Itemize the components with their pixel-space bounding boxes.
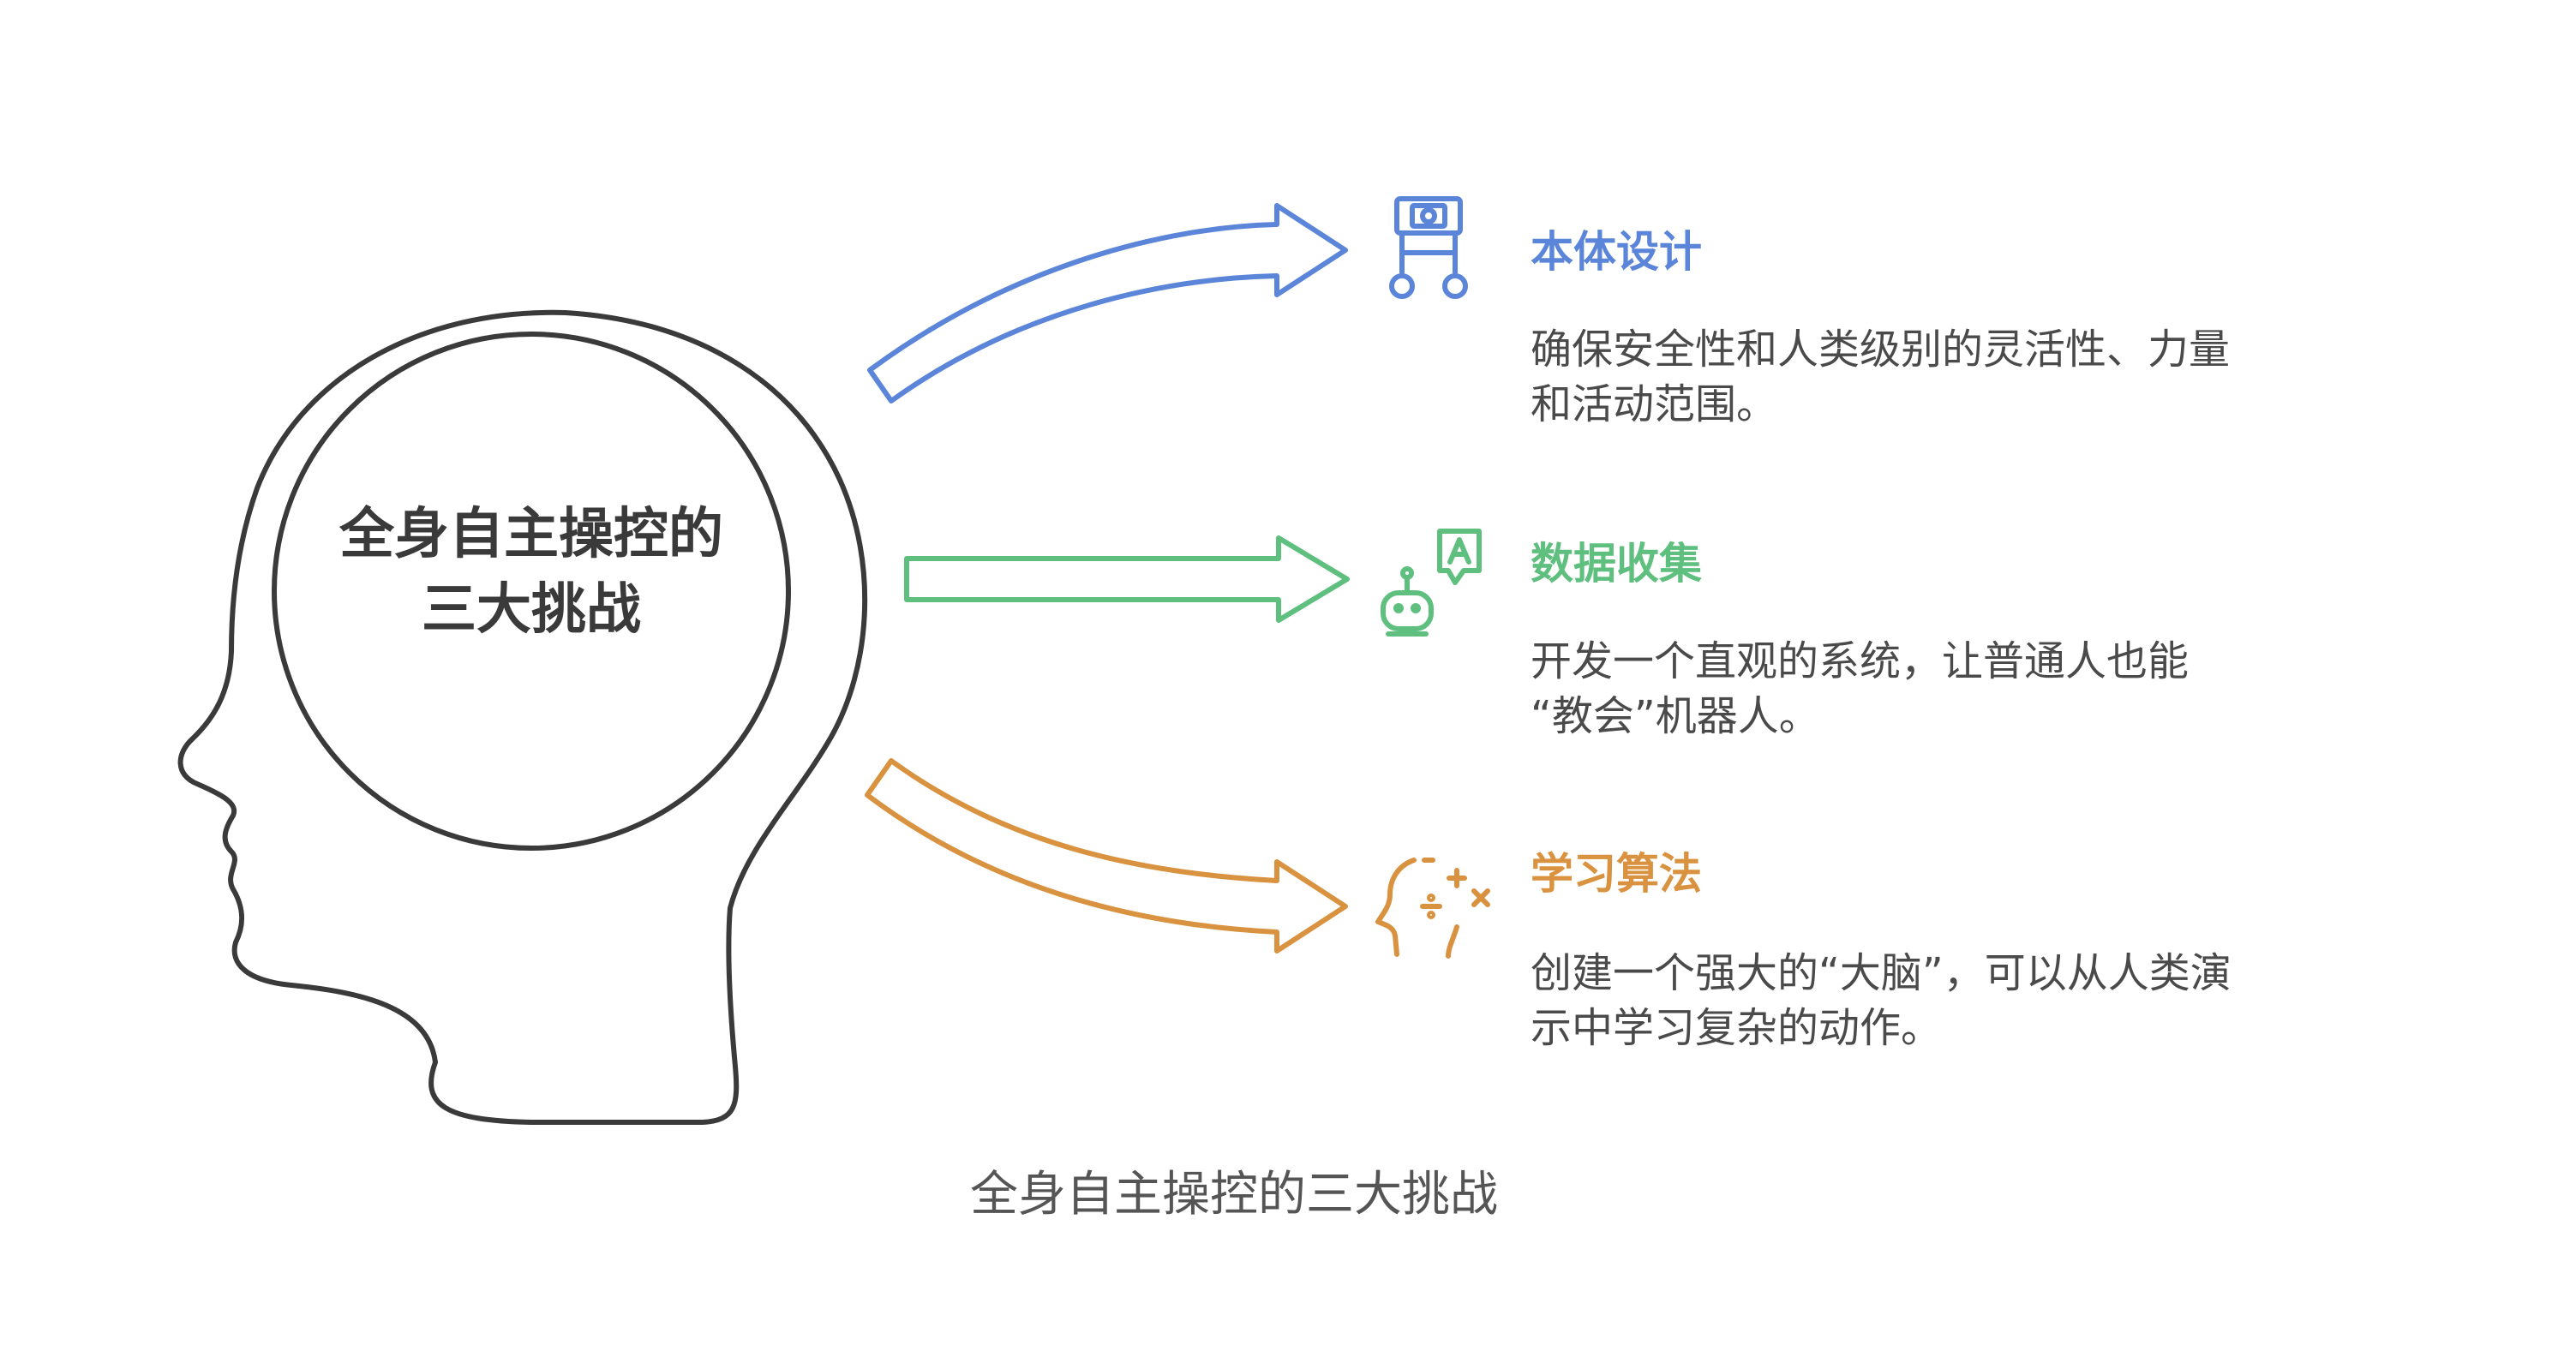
brain-circle — [272, 332, 791, 851]
learning-algorithm-desc-line2: 示中学习复杂的动作。 — [1531, 1004, 1943, 1052]
data-collection-description: 开发一个直观的系统，让普通人也能 “教会”机器人。 — [1531, 634, 2353, 744]
body-design-title: 本体设计 — [1531, 227, 1702, 277]
arrow-to-body-design — [867, 203, 1348, 404]
robot-chat-icon — [1381, 529, 1482, 637]
learning-algorithm-title: 学习算法 — [1531, 849, 1702, 899]
center-title: 全身自主操控的 三大挑战 — [287, 497, 776, 648]
head-silhouette — [177, 309, 868, 1125]
data-collection-desc-line1: 开发一个直观的系统，让普通人也能 — [1531, 637, 2190, 685]
arrow-to-learning-algorithm — [865, 758, 1348, 953]
diagram-caption: 全身自主操控的三大挑战 — [970, 1167, 1498, 1222]
robot-body-icon — [1389, 196, 1468, 299]
data-collection-title: 数据收集 — [1531, 539, 1702, 589]
body-design-desc-line1: 确保安全性和人类级别的灵活性、力量 — [1531, 326, 2231, 374]
brain-math-icon — [1375, 858, 1490, 959]
body-design-desc-line2: 和活动范围。 — [1531, 380, 1778, 428]
learning-algorithm-description: 创建一个强大的“大脑”，可以从人类演 示中学习复杂的动作。 — [1531, 946, 2353, 1055]
body-design-description: 确保安全性和人类级别的灵活性、力量 和活动范围。 — [1531, 322, 2353, 432]
data-collection-desc-line2: “教会”机器人。 — [1531, 692, 1820, 740]
arrow-to-data-collection — [904, 535, 1350, 623]
learning-algorithm-desc-line1: 创建一个强大的“大脑”，可以从人类演 — [1531, 949, 2232, 997]
center-title-line2: 三大挑战 — [422, 578, 641, 642]
center-title-line1: 全身自主操控的 — [339, 503, 723, 566]
